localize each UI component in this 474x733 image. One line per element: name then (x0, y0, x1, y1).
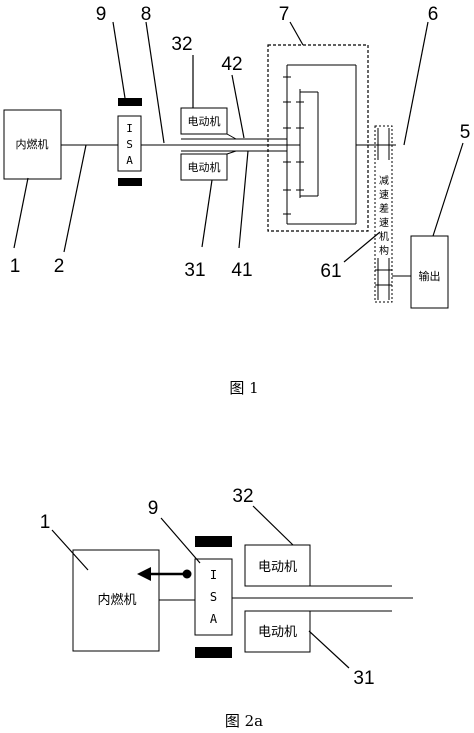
motor-top-box (180, 107, 228, 135)
reducer-char-3: 差 (379, 202, 389, 215)
fig2a-isa-letter-i: I (210, 568, 217, 582)
leader-41 (238, 150, 249, 249)
gear-set-housing (267, 44, 369, 232)
leader-42 (231, 74, 245, 139)
leader-9 (112, 21, 126, 99)
callout-5: 5 (460, 122, 471, 143)
reducer-housing (374, 125, 393, 303)
isa-letter-s: S (126, 138, 133, 151)
callout-31: 31 (184, 260, 205, 281)
leader-5 (432, 142, 464, 237)
fig2a-engine-label: 内燃机 (97, 592, 136, 608)
isa-letter-i: I (126, 122, 133, 135)
leader-7 (289, 21, 304, 46)
callout-1: 1 (10, 256, 21, 277)
fig2a-callout-31: 31 (353, 668, 374, 689)
callout-32: 32 (171, 34, 192, 55)
leader-31 (201, 179, 213, 248)
fig2a-leader-31 (308, 630, 350, 669)
callout-42: 42 (221, 54, 242, 75)
fig2a-isa-box (194, 558, 233, 636)
fig2a-isa-letter-s: S (210, 590, 217, 604)
reducer-char-5: 机 (379, 230, 389, 243)
figure-2a-caption: 图 2a (225, 712, 263, 730)
leader-1 (13, 177, 29, 249)
motor-bottom-label: 电动机 (188, 160, 221, 174)
reducer-char-6: 构 (379, 244, 389, 257)
isa-box (117, 115, 142, 172)
fig2a-callout-1: 1 (40, 512, 51, 533)
leader-61 (343, 231, 381, 263)
engine-box (3, 109, 62, 180)
fig2a-isa-stator-bottom (195, 647, 232, 658)
leader-2 (63, 144, 87, 253)
fig2a-callout-32: 32 (232, 486, 253, 507)
isa-stator-bottom (118, 178, 142, 186)
engine-label: 内燃机 (16, 137, 49, 151)
leader-6 (403, 21, 429, 146)
fig2a-callout-9: 9 (148, 498, 159, 519)
motor-bottom-shaft (226, 150, 237, 155)
isa-letter-a: A (126, 154, 133, 167)
fig2a-leader-9 (160, 517, 201, 564)
output-label: 输出 (419, 269, 441, 283)
isa-stator-top (118, 98, 142, 106)
reducer-char-1: 减 (379, 175, 389, 187)
fig2a-motor-top-box (244, 544, 311, 587)
fig2a-leader-32 (252, 505, 294, 546)
fig2a-motor-bottom-label: 电动机 (258, 625, 297, 640)
callout-61: 61 (320, 261, 341, 282)
callout-41: 41 (231, 260, 252, 281)
motor-bottom-box (180, 153, 228, 181)
callout-6: 6 (428, 4, 439, 25)
output-box (410, 235, 449, 309)
reducer-char-4: 速 (379, 217, 389, 229)
leader-8 (145, 21, 165, 144)
callout-8: 8 (141, 4, 152, 25)
figure-1: 内燃机 I S A 电动机 电动机 (3, 4, 471, 397)
callout-2: 2 (54, 256, 65, 277)
figure-2a: 内燃机 I S A 电动机 电动机 1 9 32 31 (40, 486, 413, 730)
fig2a-isa-stator-top (195, 536, 232, 547)
fig2a-leader-1 (51, 529, 89, 571)
callout-7: 7 (279, 4, 290, 25)
motor-top-label: 电动机 (188, 114, 221, 128)
fig2a-arrow-pivot (182, 569, 192, 579)
motor-top-shaft (226, 133, 237, 140)
reducer-char-2: 速 (379, 189, 389, 201)
fig2a-motor-top-label: 电动机 (258, 560, 297, 575)
fig2a-motor-bottom-box (244, 610, 311, 653)
callout-9: 9 (96, 4, 107, 25)
figure-1-caption: 图 1 (229, 379, 258, 397)
fig2a-arrow-head (137, 567, 151, 581)
fig2a-isa-letter-a: A (210, 612, 218, 626)
